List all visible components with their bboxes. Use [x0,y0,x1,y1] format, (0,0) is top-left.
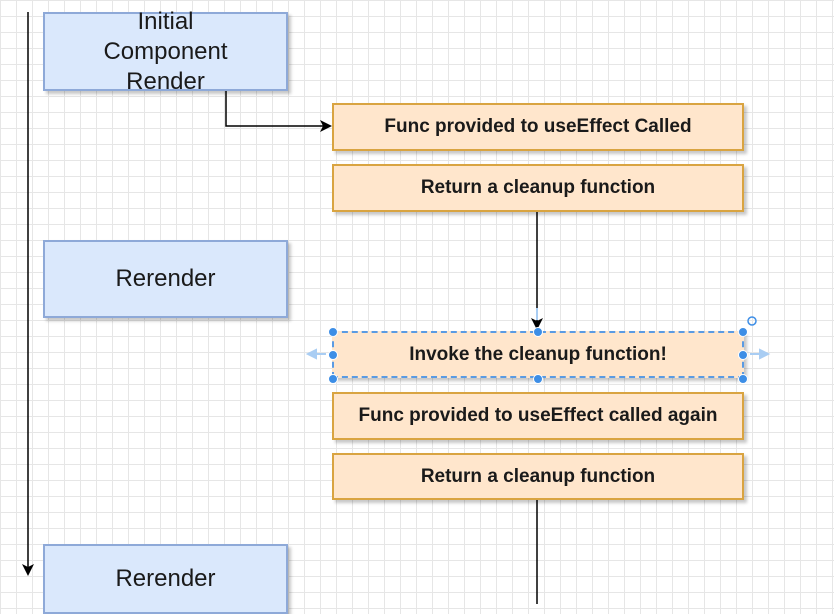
initial-render-label: Initial Component Render [103,7,228,95]
effect-called-label: Func provided to useEffect Called [384,116,692,137]
rotate-handle-icon[interactable] [747,316,757,326]
resize-handle-bottom-right[interactable] [738,374,748,384]
invoke-cleanup-label: Invoke the cleanup function! [409,343,667,365]
render-to-effect-arrow[interactable] [225,90,332,132]
return-cleanup-label-1: Return a cleanup function [420,177,656,198]
resize-handle-left[interactable] [328,350,338,360]
return-cleanup-label-2: Return a cleanup function [420,465,656,487]
rerender-node-2[interactable]: Rerender [43,544,288,614]
resize-handle-top-right[interactable] [738,327,748,337]
invoke-cleanup-node[interactable]: Invoke the cleanup function! [332,331,744,378]
resize-handle-bottom-left[interactable] [328,374,338,384]
effect-called-node[interactable]: Func provided to useEffect Called [332,103,744,151]
resize-handle-right[interactable] [738,350,748,360]
rerender-label-1: Rerender [115,265,216,292]
selection-guides [305,308,771,360]
effect-called-again-node[interactable]: Func provided to useEffect called again [332,392,744,440]
resize-handle-bottom[interactable] [533,374,543,384]
return-cleanup-node-2[interactable]: Return a cleanup function [332,453,744,500]
rerender-label-2: Rerender [115,565,216,592]
resize-handle-top-left[interactable] [328,327,338,337]
resize-handle-top[interactable] [533,327,543,337]
effect-called-again-label: Func provided to useEffect called again [358,405,718,426]
rerender-node-1[interactable]: Rerender [43,240,288,318]
initial-render-node[interactable]: Initial Component Render [43,8,288,95]
return-cleanup-node-1[interactable]: Return a cleanup function [332,164,744,212]
